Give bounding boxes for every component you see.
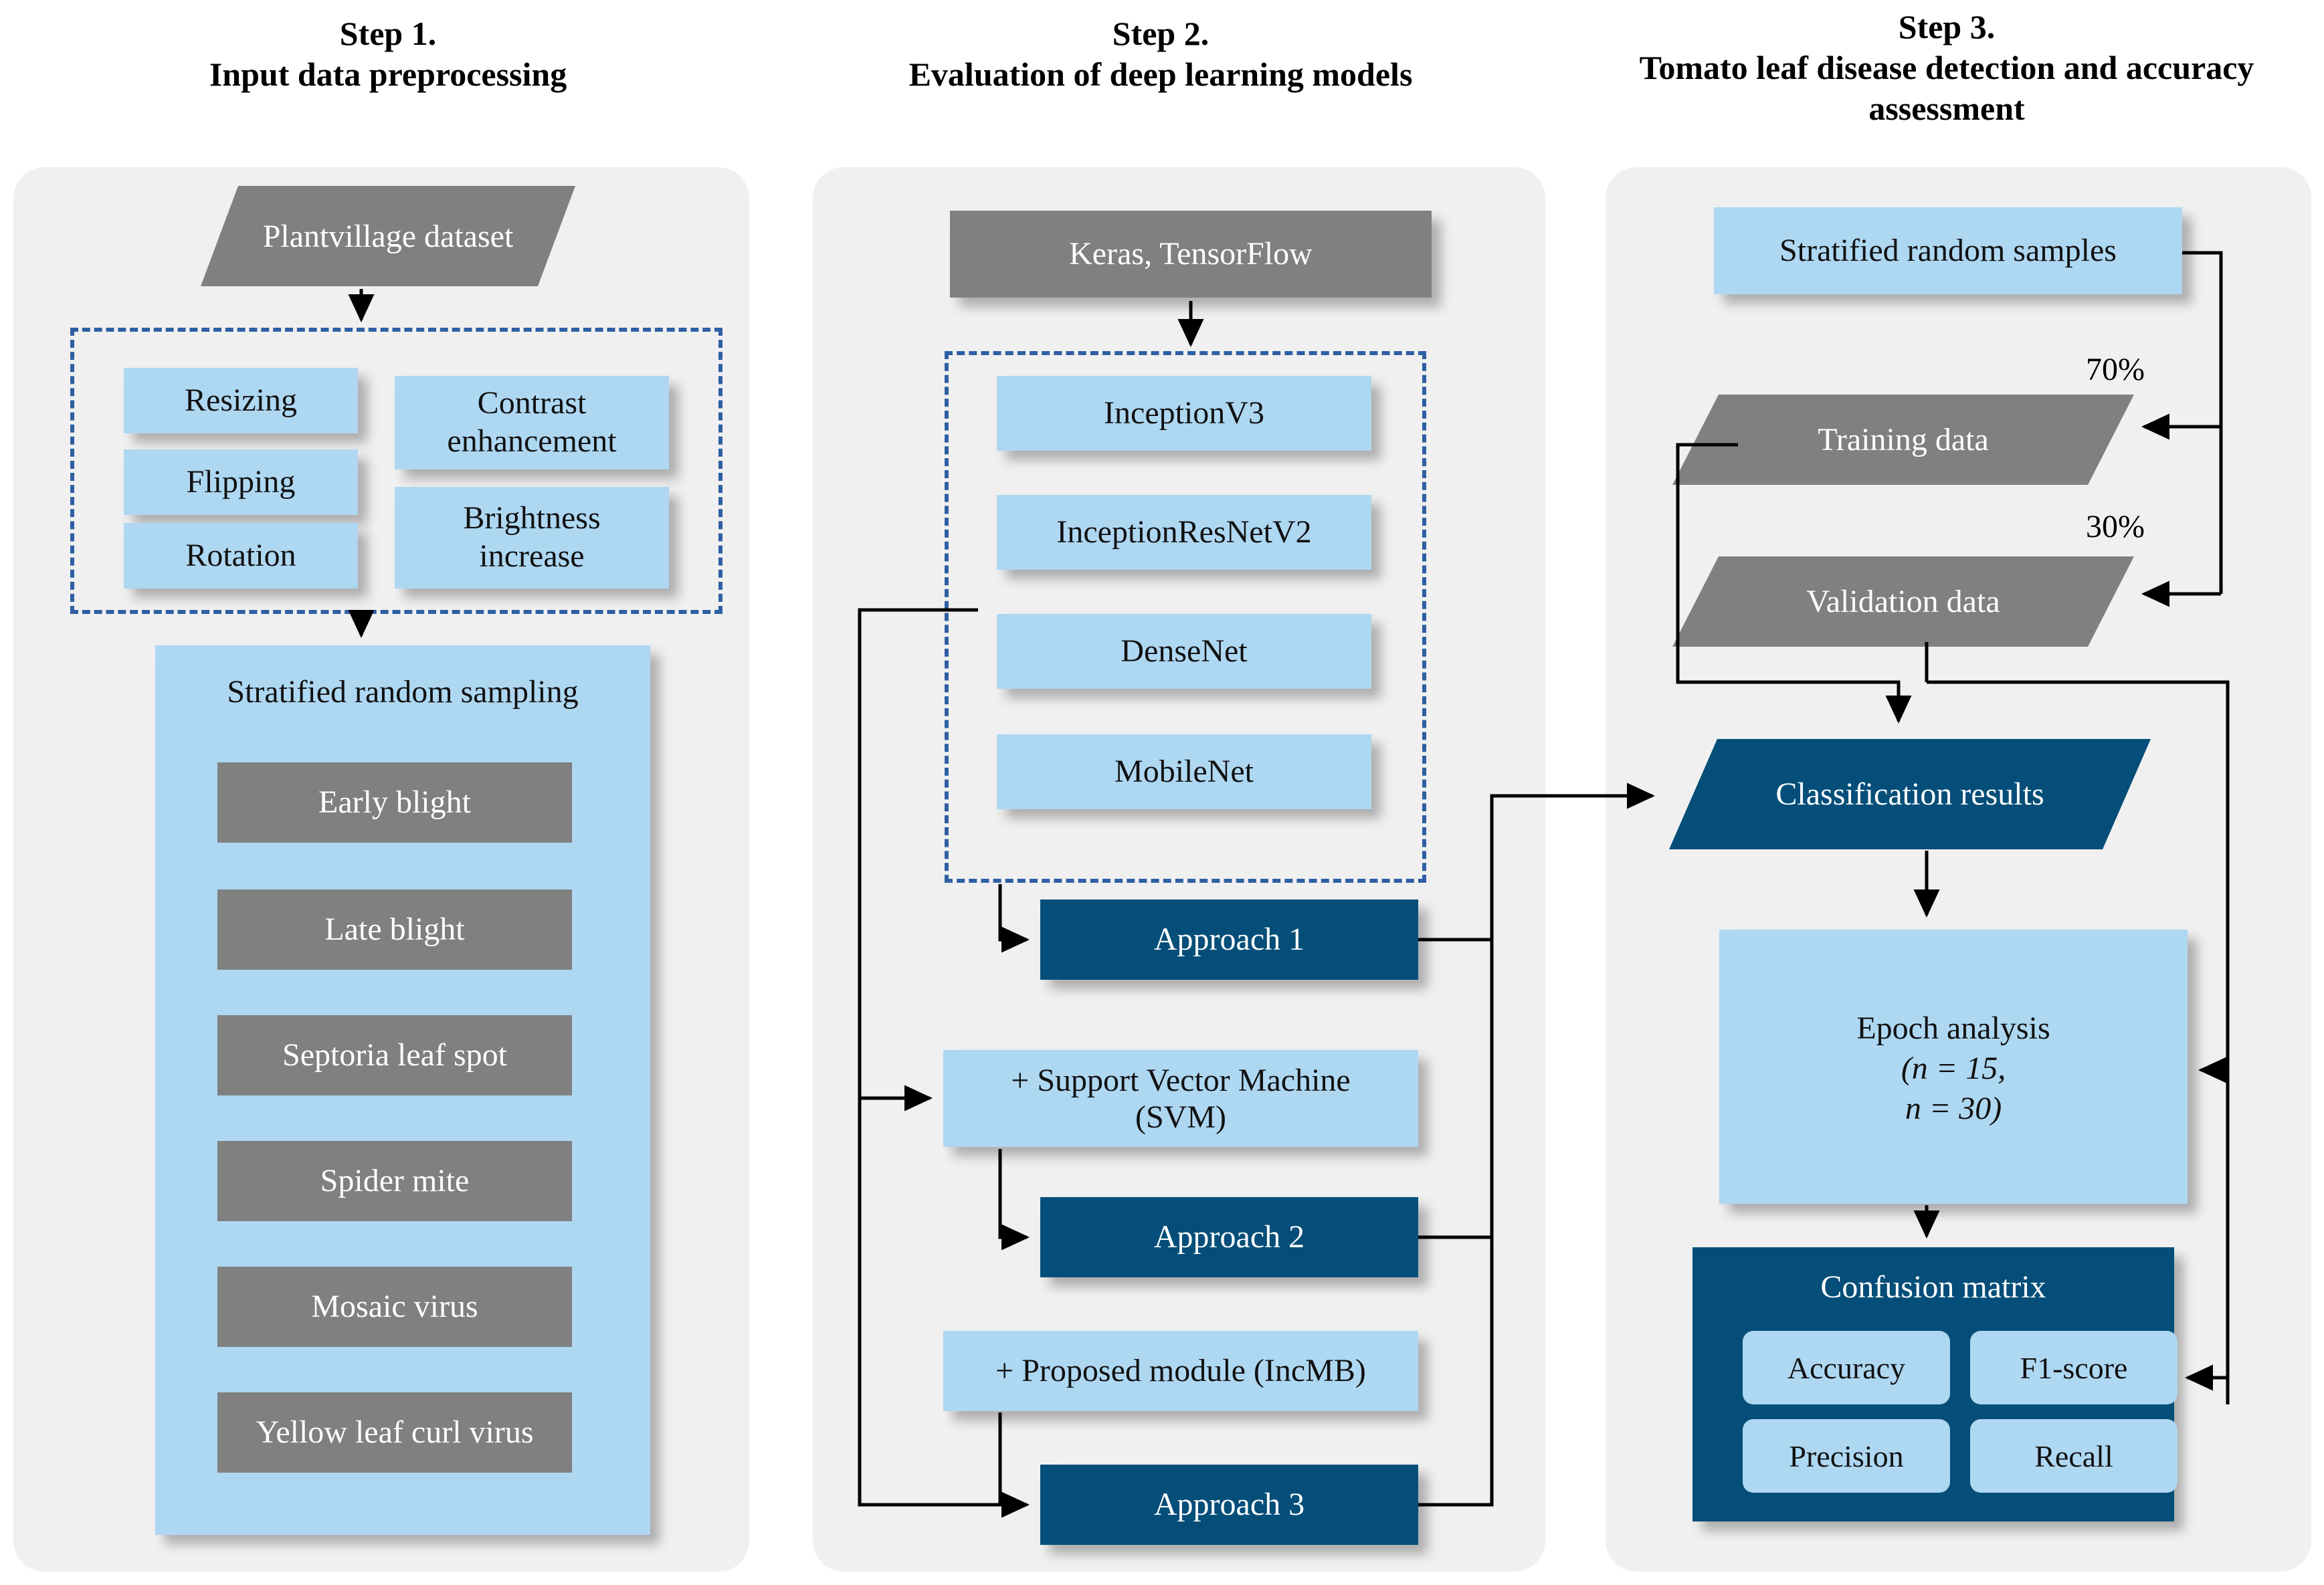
approach-3-label: Approach 3	[1153, 1486, 1305, 1522]
stratified-random-samples-node[interactable]: Stratified random samples	[1714, 207, 2182, 294]
disease-class-early-blight-label: Early blight	[318, 784, 471, 820]
stratified-random-sampling-title-label: Stratified random sampling	[227, 673, 579, 710]
model-densenet-label: DenseNet	[1121, 633, 1248, 669]
model-inceptionv3-label: InceptionV3	[1104, 395, 1264, 431]
preprocess-brightness-increase-label: Brightness increase	[463, 500, 601, 574]
disease-class-mosaic-virus-label: Mosaic virus	[311, 1288, 478, 1324]
svm-module-line1: + Support Vector Machine	[1011, 1063, 1351, 1098]
approach-2-label: Approach 2	[1153, 1219, 1305, 1255]
validation-data-node[interactable]: Validation data	[1672, 556, 2134, 647]
step3-title-line3: assessment	[1868, 90, 2025, 127]
keras-tensorflow-node[interactable]: Keras, TensorFlow	[950, 211, 1432, 298]
step2-title: Step 2. Evaluation of deep learning mode…	[863, 13, 1458, 95]
disease-class-spider-mite-label: Spider mite	[320, 1162, 470, 1198]
confusion-matrix-title: Confusion matrix	[1692, 1257, 2174, 1317]
step1-title-line2: Input data preprocessing	[209, 56, 567, 93]
keras-tensorflow-label: Keras, TensorFlow	[1069, 235, 1313, 272]
model-inceptionresnetv2-label: InceptionResNetV2	[1056, 514, 1312, 550]
epoch-analysis-line2: (n = 15,	[1719, 1049, 2188, 1089]
preprocess-contrast-enhancement-label: Contrast enhancement	[447, 385, 617, 459]
disease-class-spider-mite[interactable]: Spider mite	[217, 1141, 572, 1221]
stratified-random-samples-label: Stratified random samples	[1779, 232, 2117, 268]
split-label-30-text: 30%	[2086, 509, 2145, 544]
disease-class-septoria-leaf-spot-label: Septoria leaf spot	[282, 1037, 507, 1073]
step1-title-line1: Step 1.	[339, 15, 437, 52]
training-data-label: Training data	[1818, 422, 1989, 457]
disease-class-early-blight[interactable]: Early blight	[217, 762, 572, 843]
disease-class-yellow-leaf-curl-virus-label: Yellow leaf curl virus	[256, 1414, 534, 1450]
svm-module-node[interactable]: + Support Vector Machine (SVM)	[943, 1050, 1418, 1147]
preprocess-resizing-label: Resizing	[185, 382, 297, 418]
classification-results-label: Classification results	[1775, 776, 2044, 812]
model-inceptionv3[interactable]: InceptionV3	[997, 376, 1371, 451]
epoch-n30-text: n = 30)	[1905, 1091, 2002, 1126]
proposed-module-label: + Proposed module (IncMB)	[995, 1352, 1366, 1388]
metric-precision-label: Precision	[1789, 1439, 1904, 1473]
confusion-matrix-title-label: Confusion matrix	[1820, 1269, 2046, 1305]
disease-class-late-blight-label: Late blight	[324, 911, 465, 947]
preprocessing-dashed-group	[70, 328, 722, 614]
metric-precision[interactable]: Precision	[1743, 1419, 1950, 1493]
metric-accuracy-label: Accuracy	[1787, 1350, 1906, 1385]
step2-title-line2: Evaluation of deep learning models	[908, 56, 1413, 93]
approach-2-node[interactable]: Approach 2	[1040, 1197, 1418, 1277]
stratified-random-sampling-title: Stratified random sampling	[155, 659, 650, 726]
epoch-analysis-line3: n = 30)	[1719, 1089, 2188, 1129]
metric-accuracy[interactable]: Accuracy	[1743, 1331, 1950, 1404]
model-mobilenet[interactable]: MobileNet	[997, 734, 1371, 809]
metric-recall[interactable]: Recall	[1970, 1419, 2177, 1493]
split-label-70-text: 70%	[2086, 352, 2145, 387]
epoch-analysis-node[interactable]: Epoch analysis (n = 15, n = 30)	[1719, 930, 2188, 1204]
model-densenet[interactable]: DenseNet	[997, 614, 1371, 689]
split-label-70: 70%	[2086, 351, 2145, 388]
step3-title-line2: Tomato leaf disease detection and accura…	[1639, 49, 2254, 86]
preprocess-brightness-increase[interactable]: Brightness increase	[395, 487, 669, 589]
validation-data-label: Validation data	[1806, 584, 2000, 619]
plantvillage-dataset-label: Plantvillage dataset	[262, 218, 514, 254]
step3-title: Step 3. Tomato leaf disease detection an…	[1592, 7, 2301, 129]
step3-title-line1: Step 3.	[1898, 8, 1996, 45]
disease-class-yellow-leaf-curl-virus[interactable]: Yellow leaf curl virus	[217, 1392, 572, 1473]
model-mobilenet-label: MobileNet	[1115, 753, 1254, 789]
step2-title-line1: Step 2.	[1112, 15, 1209, 52]
metric-f1-score-label: F1-score	[2020, 1350, 2128, 1385]
model-inceptionresnetv2[interactable]: InceptionResNetV2	[997, 495, 1371, 570]
proposed-module-node[interactable]: + Proposed module (IncMB)	[943, 1331, 1418, 1411]
approach-3-node[interactable]: Approach 3	[1040, 1465, 1418, 1545]
metric-f1-score[interactable]: F1-score	[1970, 1331, 2177, 1404]
metric-recall-label: Recall	[2034, 1439, 2113, 1473]
plantvillage-dataset-node[interactable]: Plantvillage dataset	[201, 186, 575, 286]
classification-results-node[interactable]: Classification results	[1669, 739, 2151, 849]
preprocess-flipping[interactable]: Flipping	[124, 449, 358, 515]
step1-title: Step 1. Input data preprocessing	[154, 13, 622, 95]
epoch-analysis-line1: Epoch analysis	[1856, 1011, 2050, 1046]
disease-class-late-blight[interactable]: Late blight	[217, 889, 572, 970]
preprocess-resizing[interactable]: Resizing	[124, 368, 358, 433]
training-data-node[interactable]: Training data	[1672, 395, 2134, 485]
preprocess-rotation-label: Rotation	[185, 537, 296, 573]
preprocess-rotation[interactable]: Rotation	[124, 523, 358, 589]
epoch-n15-text: (n = 15,	[1901, 1051, 2006, 1086]
split-label-30: 30%	[2086, 508, 2145, 545]
approach-1-node[interactable]: Approach 1	[1040, 900, 1418, 980]
preprocess-contrast-enhancement[interactable]: Contrast enhancement	[395, 376, 669, 469]
disease-class-mosaic-virus[interactable]: Mosaic virus	[217, 1267, 572, 1347]
preprocess-flipping-label: Flipping	[186, 463, 296, 500]
approach-1-label: Approach 1	[1153, 921, 1305, 957]
disease-class-septoria-leaf-spot[interactable]: Septoria leaf spot	[217, 1015, 572, 1095]
svm-module-line2: (SVM)	[1135, 1099, 1226, 1136]
